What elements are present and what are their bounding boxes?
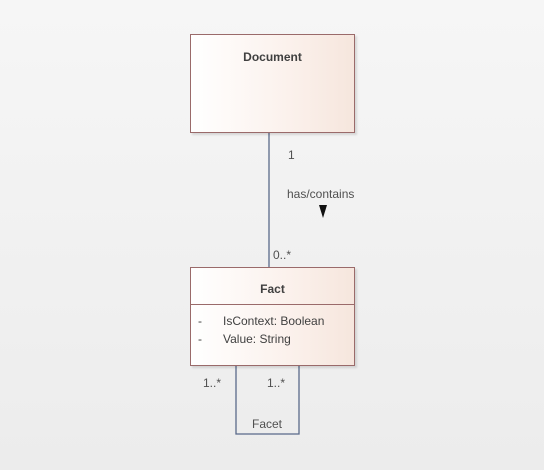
facet-self-association-line[interactable]	[235, 366, 300, 435]
has-contains-association-name: has/contains	[287, 187, 355, 201]
attribute-text: Value: String	[223, 332, 291, 346]
attribute-row: - IsContext: Boolean	[191, 312, 354, 330]
attribute-visibility: -	[198, 332, 202, 346]
attribute-text: IsContext: Boolean	[223, 314, 325, 328]
facet-target-multiplicity: 1..*	[267, 376, 286, 390]
has-contains-source-multiplicity: 1	[288, 148, 295, 162]
class-fact-attributes: - IsContext: Boolean - Value: String	[191, 305, 354, 348]
has-contains-target-multiplicity: 0..*	[273, 248, 292, 262]
attribute-row: - Value: String	[191, 330, 354, 348]
class-document-name: Document	[243, 50, 302, 64]
attribute-visibility: -	[198, 314, 202, 328]
class-fact-name: Fact	[191, 268, 354, 305]
facet-source-multiplicity: 1..*	[203, 376, 222, 390]
facet-association-name: Facet	[252, 417, 283, 431]
class-document[interactable]: Document	[190, 34, 355, 133]
direction-arrow-icon	[319, 205, 327, 218]
class-fact[interactable]: Fact - IsContext: Boolean - Value: Strin…	[190, 267, 355, 366]
